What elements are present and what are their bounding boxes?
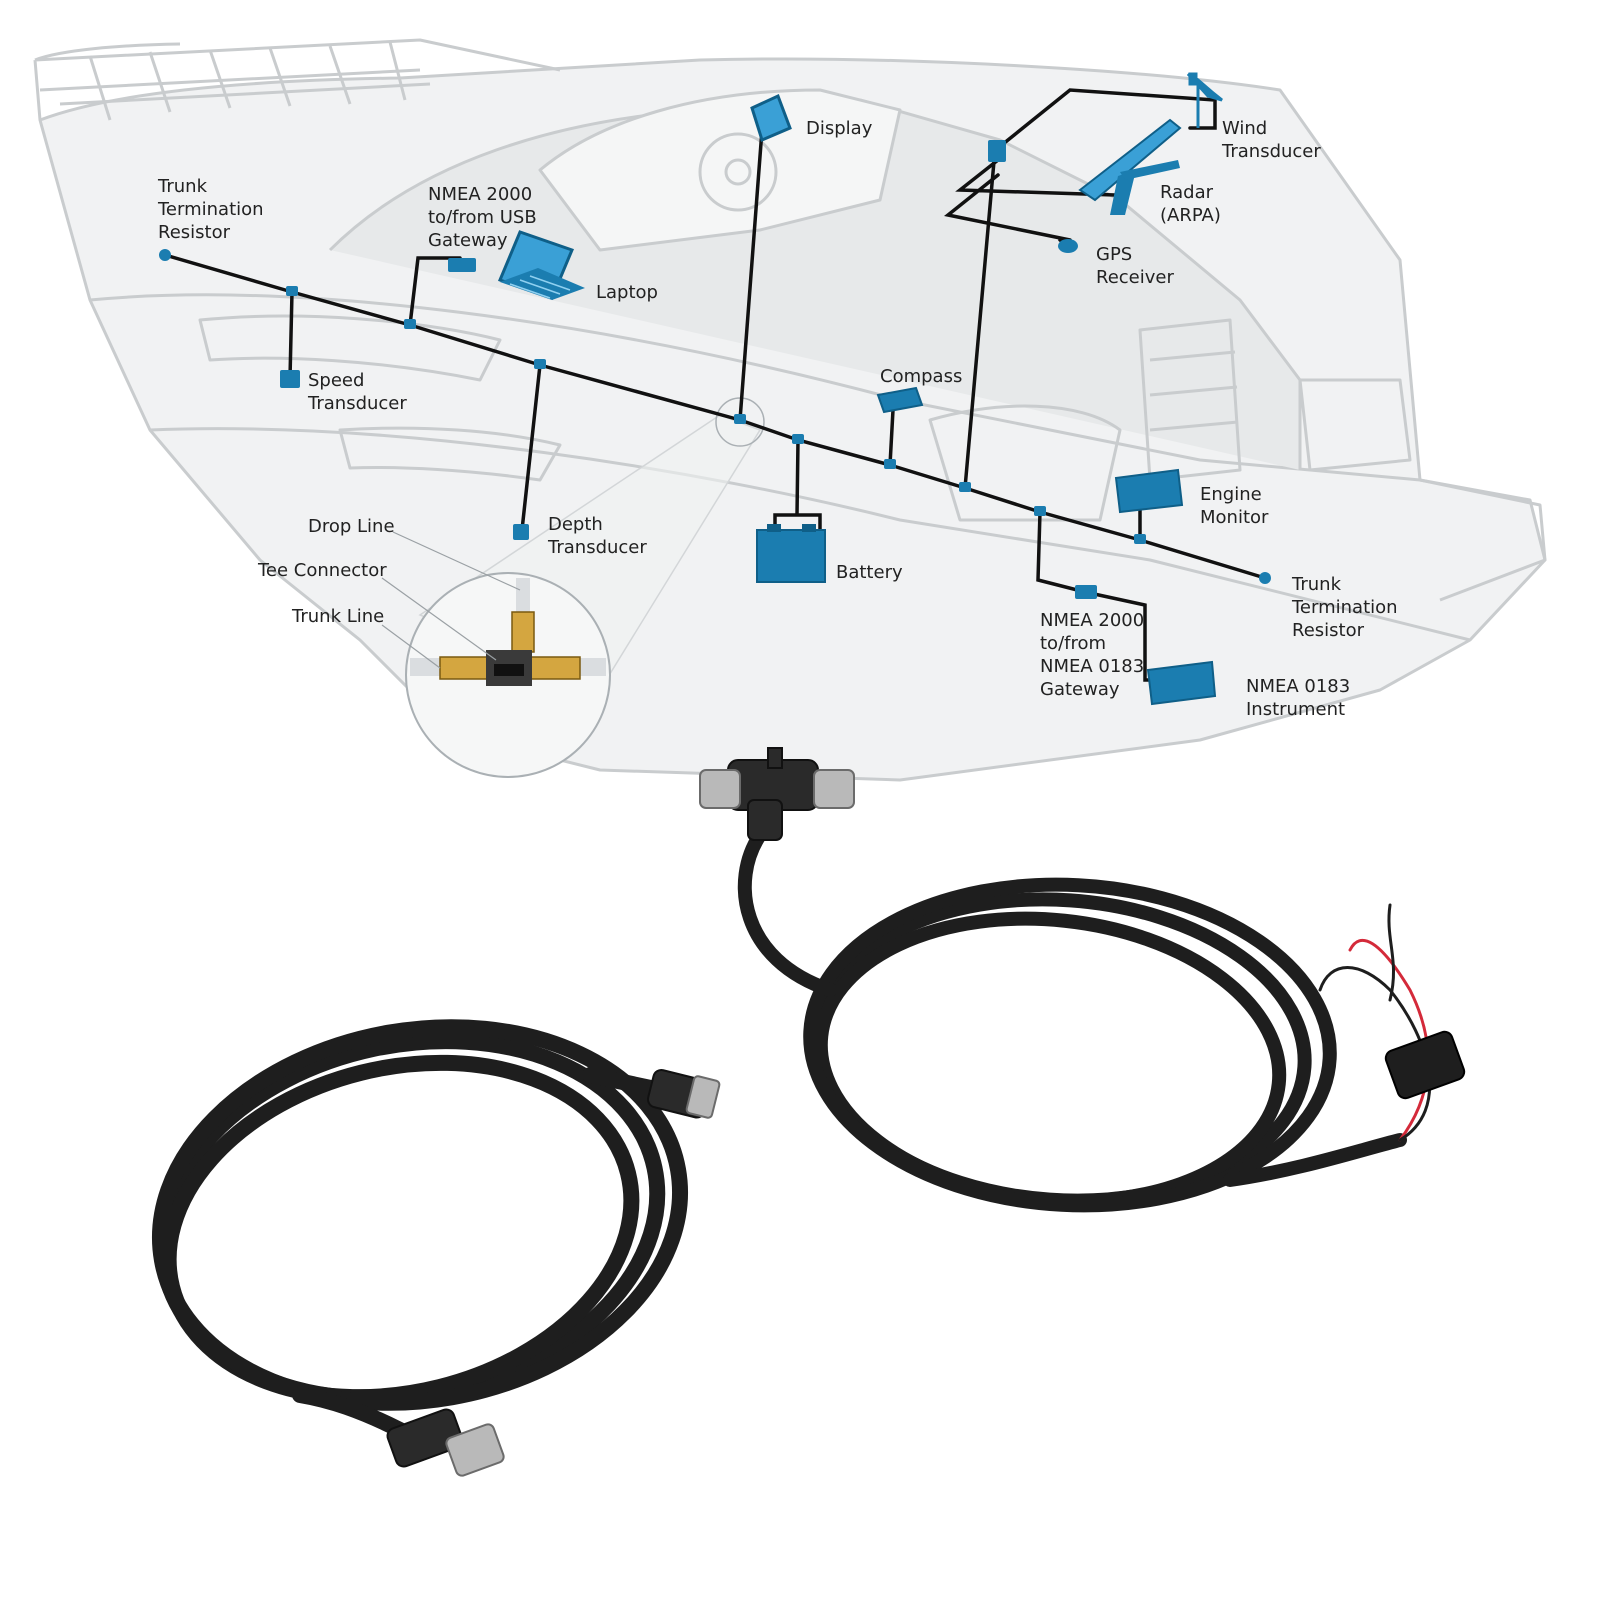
label-line: Resistor	[1292, 620, 1365, 641]
battery-icon	[756, 524, 826, 583]
label-line: Battery	[836, 562, 903, 583]
drop-0183	[1036, 510, 1162, 682]
label-line: Instrument	[1246, 699, 1345, 720]
label-line: Wind	[1222, 118, 1267, 139]
drop-depth	[520, 363, 542, 532]
label-line: Receiver	[1096, 267, 1174, 288]
tee-connector-product-icon	[699, 747, 855, 841]
label-line: Transducer	[307, 393, 407, 414]
label-line: Resistor	[158, 222, 231, 243]
wind-vane-icon	[1186, 72, 1223, 128]
label-line: Compass	[880, 366, 962, 387]
label-display: Display	[806, 118, 873, 139]
label-line: Termination	[157, 199, 264, 220]
male-connector-end	[386, 1408, 505, 1477]
depth-transducer-icon	[513, 524, 529, 540]
compass-box-icon	[876, 386, 924, 414]
power-cable-coil	[737, 828, 1407, 1213]
product-cables	[151, 747, 1466, 1477]
label-laptop: Laptop	[596, 282, 658, 303]
display-icon	[750, 93, 792, 143]
label-line: NMEA 0183	[1040, 656, 1144, 677]
tee-nodes	[159, 249, 1271, 584]
label-line: (ARPA)	[1160, 205, 1221, 226]
label-line: NMEA 0183	[1246, 676, 1350, 697]
label-line: Trunk	[1291, 574, 1342, 595]
label-compass: Compass	[880, 366, 962, 387]
label-line: to/from	[1040, 633, 1106, 654]
fuse-holder-icon	[1384, 1030, 1466, 1100]
label-line: Display	[806, 118, 873, 139]
label-line: Depth	[548, 514, 603, 535]
gps-dome-icon	[1058, 239, 1078, 253]
label-line: Gateway	[428, 230, 508, 251]
inset-leader-lines	[381, 531, 521, 669]
label-line: to/from USB	[428, 207, 537, 228]
tee-connector-icon	[439, 611, 581, 686]
backbone-cable-coil	[151, 1019, 689, 1438]
label-line: Tee Connector	[257, 560, 387, 581]
label-battery: Battery	[836, 562, 903, 583]
label-line: Transducer	[547, 537, 647, 558]
radar-junction-icon	[988, 140, 1006, 162]
radar-antenna-icon	[1078, 118, 1182, 215]
label-line: NMEA 2000	[1040, 610, 1144, 631]
label-line: Engine	[1200, 484, 1262, 505]
label-line: Laptop	[596, 282, 658, 303]
label-line: Radar	[1160, 182, 1214, 203]
label-line: Gateway	[1040, 679, 1120, 700]
drop-speed	[288, 290, 294, 380]
drop-battery	[773, 438, 822, 532]
usb-gateway-icon	[448, 258, 476, 272]
label-line: GPS	[1096, 244, 1132, 265]
engine-monitor-box-icon	[1114, 468, 1184, 514]
label-tee-connector: Tee Connector	[257, 560, 387, 581]
label-radar: Radar(ARPA)	[1160, 182, 1221, 226]
laptop-icon	[498, 230, 585, 300]
label-line: Trunk Line	[291, 606, 384, 627]
label-line: NMEA 2000	[428, 184, 532, 205]
radar-wiring	[943, 88, 1217, 247]
speed-transducer-icon	[280, 370, 300, 388]
drop-usb	[408, 256, 462, 327]
drop-compass	[888, 408, 895, 467]
power-leads	[1318, 903, 1432, 1142]
label-line: Drop Line	[308, 516, 395, 537]
gateway-0183-icon	[1075, 585, 1097, 599]
tee-connector-inset	[405, 572, 611, 778]
label-line: Speed	[308, 370, 364, 391]
label-line: Trunk	[157, 176, 208, 197]
label-trunk-line: Trunk Line	[291, 606, 384, 627]
instrument-box-icon	[1146, 660, 1217, 706]
label-drop-line: Drop Line	[308, 516, 395, 537]
drop-display	[738, 128, 764, 422]
label-line: Termination	[1291, 597, 1398, 618]
label-line: Transducer	[1221, 141, 1321, 162]
female-connector-end	[646, 1069, 721, 1119]
label-line: Monitor	[1200, 507, 1269, 528]
